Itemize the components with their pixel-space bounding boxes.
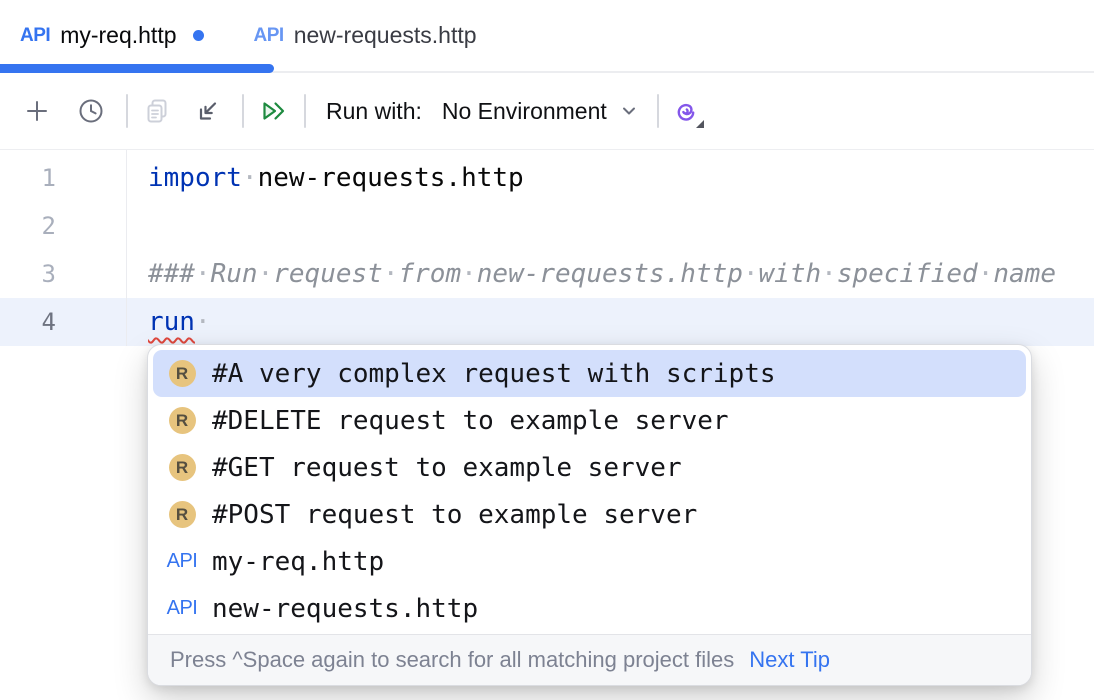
code-line — [148, 202, 1094, 250]
copy-icon — [143, 97, 171, 125]
completion-item-label: #A very complex request with scripts — [212, 358, 776, 389]
copy-button[interactable] — [138, 92, 176, 130]
tabbar-divider — [0, 71, 1094, 73]
request-icon: R — [165, 407, 199, 434]
environment-selector[interactable]: No Environment — [442, 98, 639, 125]
run-all-button[interactable] — [254, 92, 292, 130]
import-requests-icon — [195, 97, 223, 125]
completion-item-label: new-requests.http — [212, 593, 479, 624]
editor-code: import·new-requests.http###·Run·request·… — [148, 154, 1094, 346]
add-request-button[interactable] — [18, 92, 56, 130]
whitespace-dot: · — [194, 259, 211, 289]
api-file-icon: API — [166, 597, 198, 619]
whitespace-dot: · — [461, 259, 477, 289]
run-all-icon — [258, 96, 288, 126]
environment-value: No Environment — [441, 97, 607, 124]
code-line: ###·Run·request·from·new-requests.http·w… — [148, 250, 1094, 298]
completion-item-label: #GET request to example server — [212, 452, 682, 483]
chevron-down-icon — [619, 101, 639, 121]
code-token: run — [148, 307, 195, 337]
import-requests-button[interactable] — [190, 92, 228, 130]
code-token: ### — [148, 259, 195, 289]
current-line-highlight — [0, 298, 1094, 346]
editor-gutter: 1 2 3 4 — [0, 154, 56, 346]
completion-item-label: #POST request to example server — [212, 499, 698, 530]
ai-assistant-icon — [672, 97, 700, 125]
active-tab-underline — [0, 64, 274, 73]
whitespace-dot: · — [241, 163, 258, 193]
next-tip-link[interactable]: Next Tip — [749, 647, 830, 672]
gutter-divider — [126, 150, 127, 346]
line-number: 3 — [41, 260, 56, 288]
code-token: Run — [210, 259, 258, 289]
completion-item[interactable]: API my-req.http — [153, 538, 1026, 585]
line-number: 4 — [41, 308, 56, 336]
completion-footer: Press ^Space again to search for all mat… — [148, 634, 1031, 685]
api-file-icon: API — [166, 550, 198, 572]
toolbar-separator — [126, 94, 128, 128]
whitespace-dot: · — [194, 307, 211, 337]
code-token: new-requests.http — [257, 163, 524, 193]
whitespace-dot: · — [821, 259, 837, 289]
add-icon — [24, 98, 50, 124]
completion-item[interactable]: R #GET request to example server — [153, 444, 1026, 491]
code-token: name — [993, 259, 1056, 289]
request-icon: R — [165, 454, 199, 481]
completion-item[interactable]: R #DELETE request to example server — [153, 397, 1026, 444]
api-file-icon: API — [253, 25, 285, 46]
completion-item-label: my-req.http — [212, 546, 385, 577]
run-with-label: Run with: — [326, 97, 422, 124]
code-token: import — [148, 163, 242, 193]
modified-dot-icon — [192, 30, 204, 41]
history-clock-icon — [77, 97, 105, 125]
editor-tab-bar: API my-req.http API new-requests.http — [0, 0, 1094, 73]
ai-assistant-button[interactable] — [667, 92, 705, 130]
toolbar-separator — [242, 94, 244, 128]
code-token: from — [398, 259, 462, 289]
toolbar-separator — [656, 94, 659, 128]
completion-item[interactable]: R #A very complex request with scripts — [153, 350, 1026, 397]
tab-label: new-requests.http — [293, 22, 477, 48]
footer-hint: Press ^Space again to search for all mat… — [170, 647, 735, 672]
code-token: request — [273, 259, 383, 289]
line-number: 1 — [41, 164, 56, 192]
completion-item[interactable]: API new-requests.http — [153, 585, 1026, 632]
tab-label: my-req.http — [60, 22, 177, 48]
http-client-toolbar: Run with: No Environment — [0, 73, 1094, 150]
whitespace-dot: · — [382, 259, 399, 289]
toolbar-separator — [304, 94, 306, 128]
whitespace-dot: · — [977, 259, 994, 289]
dropdown-corner-icon — [695, 120, 704, 128]
tab-new-requests[interactable]: API new-requests.http — [236, 0, 495, 71]
api-file-icon: API — [20, 25, 51, 46]
whitespace-dot: · — [257, 259, 274, 289]
completion-item-label: #DELETE request to example server — [212, 405, 729, 436]
code-line: run· — [148, 298, 1094, 346]
code-token: new-requests.http — [476, 259, 743, 289]
line-number: 2 — [41, 212, 56, 240]
request-icon: R — [165, 501, 199, 528]
whitespace-dot: · — [742, 259, 759, 289]
history-button[interactable] — [72, 92, 110, 130]
request-icon: R — [165, 360, 199, 387]
tab-my-req[interactable]: API my-req.http — [0, 0, 224, 71]
code-token: specified — [836, 259, 978, 289]
code-token: with — [758, 259, 822, 289]
completion-item[interactable]: R #POST request to example server — [153, 491, 1026, 538]
code-line: import·new-requests.http — [148, 154, 1094, 202]
